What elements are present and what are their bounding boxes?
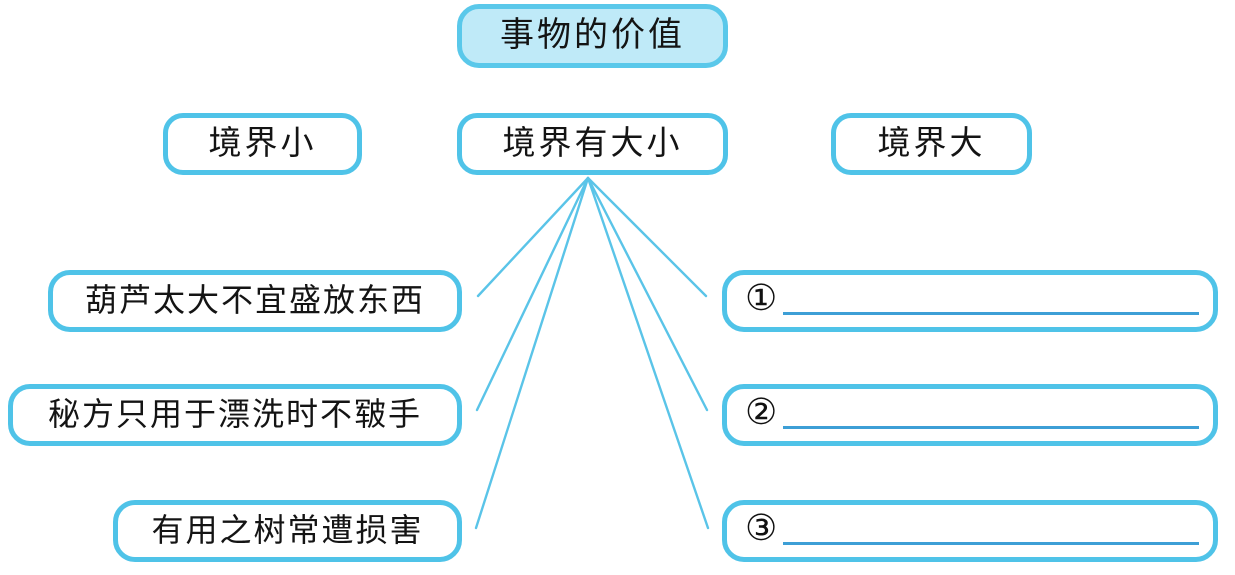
connector-to-statement-1 <box>476 176 590 298</box>
statement-box-1: 葫芦太大不宜盛放东西 <box>48 270 462 332</box>
connector-to-blank-2 <box>586 176 709 412</box>
statement-box-2: 秘方只用于漂洗时不皲手 <box>8 384 462 446</box>
answer-marker-2: ② <box>745 392 778 433</box>
answer-fill-line-3[interactable] <box>783 542 1199 545</box>
answer-box-1[interactable]: ① <box>722 270 1218 332</box>
category-box-large: 境界大 <box>831 113 1032 175</box>
answer-box-3-inner: ③ <box>727 505 1213 557</box>
diagram-title-label: 事物的价值 <box>500 14 685 55</box>
category-label-small: 境界小 <box>208 123 317 162</box>
category-label-large: 境界大 <box>877 123 986 162</box>
answer-marker-1: ① <box>745 278 778 319</box>
answer-fill-line-2[interactable] <box>783 426 1199 429</box>
category-label-both: 境界有大小 <box>502 123 683 162</box>
category-box-both: 境界有大小 <box>457 113 728 175</box>
answer-box-3[interactable]: ③ <box>722 500 1218 562</box>
answer-fill-line-1[interactable] <box>783 312 1199 315</box>
statement-label-3: 有用之树常遭损害 <box>151 510 424 549</box>
connector-to-blank-1 <box>586 176 708 298</box>
category-box-small: 境界小 <box>163 113 362 175</box>
diagram-title-box: 事物的价值 <box>457 4 728 68</box>
answer-box-2-inner: ② <box>727 389 1213 441</box>
statement-label-1: 葫芦太大不宜盛放东西 <box>84 280 425 319</box>
statement-box-3: 有用之树常遭损害 <box>113 500 462 562</box>
answer-box-2[interactable]: ② <box>722 384 1218 446</box>
connector-to-blank-3 <box>586 176 710 530</box>
connector-to-statement-2 <box>475 176 590 412</box>
answer-marker-3: ③ <box>745 508 778 549</box>
connector-to-statement-3 <box>474 176 590 530</box>
answer-box-1-inner: ① <box>727 275 1213 327</box>
statement-label-2: 秘方只用于漂洗时不皲手 <box>47 394 422 433</box>
